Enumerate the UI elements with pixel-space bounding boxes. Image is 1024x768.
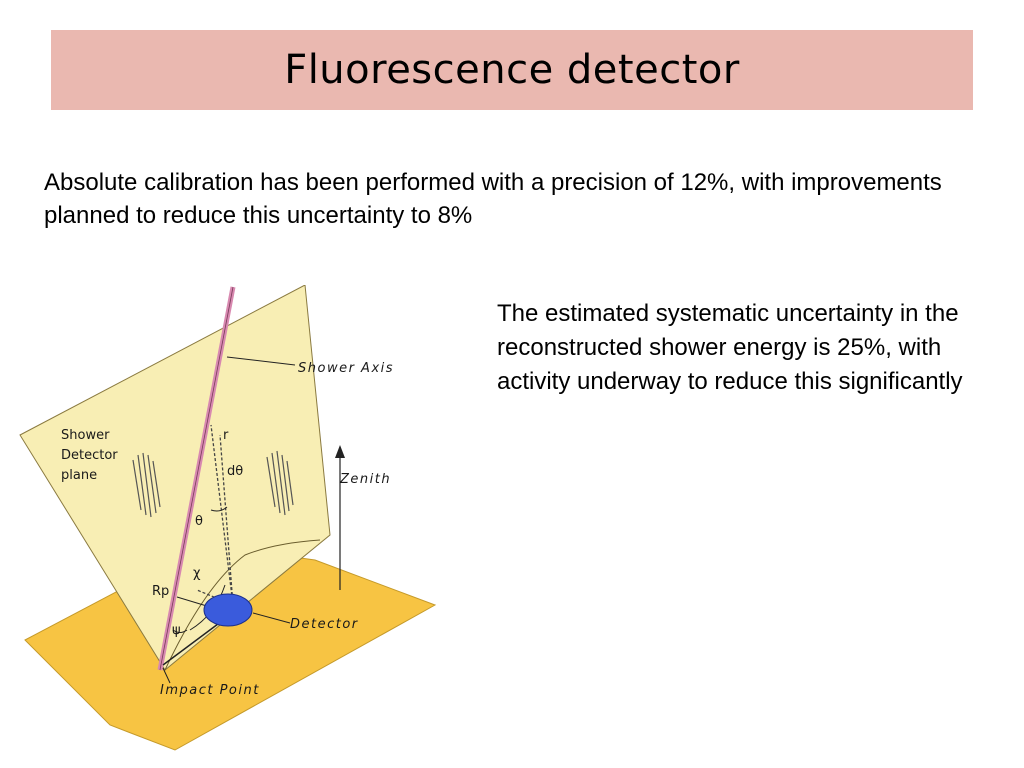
rp-label: Rp [152, 584, 169, 599]
hatch-left [132, 452, 161, 518]
zenith-arrowhead [335, 445, 345, 458]
psi-arc [172, 629, 188, 633]
psi-label: ψ [172, 623, 181, 638]
theta-arc [210, 506, 228, 512]
fluorescence-geometry-diagram: Shower Axis Shower Detector plane Zenith… [15, 285, 445, 755]
hatch-right [266, 450, 294, 516]
detector-leader [252, 612, 291, 624]
detector-label: Detector [290, 617, 359, 632]
r-label: r [223, 428, 229, 443]
shower-detector-plane [19, 285, 331, 671]
calibration-text: Absolute calibration has been performed … [44, 169, 942, 229]
detector-dome [203, 593, 253, 627]
zenith-label: Zenith [339, 472, 391, 487]
theta-label: θ [195, 514, 203, 529]
shower-axis-core [159, 286, 234, 671]
shower-axis-leader [226, 356, 296, 366]
slide-title: Fluorescence detector [284, 47, 740, 93]
chi-label: χ [193, 566, 201, 581]
title-bar: Fluorescence detector [51, 30, 973, 110]
diagram-svg: Shower Axis Shower Detector plane Zenith… [19, 285, 437, 751]
plane-label-line3: plane [61, 468, 97, 483]
plane-label-line2: Detector [61, 448, 118, 463]
impact-point-leader [162, 667, 171, 684]
shower-axis-label: Shower Axis [298, 361, 394, 376]
dtheta-label: dθ [227, 464, 243, 479]
plane-label-line1: Shower [61, 428, 110, 443]
impact-point-label: Impact Point [160, 683, 260, 698]
intersection-line [164, 539, 321, 671]
uncertainty-text: The estimated systematic uncertainty in … [497, 300, 963, 395]
